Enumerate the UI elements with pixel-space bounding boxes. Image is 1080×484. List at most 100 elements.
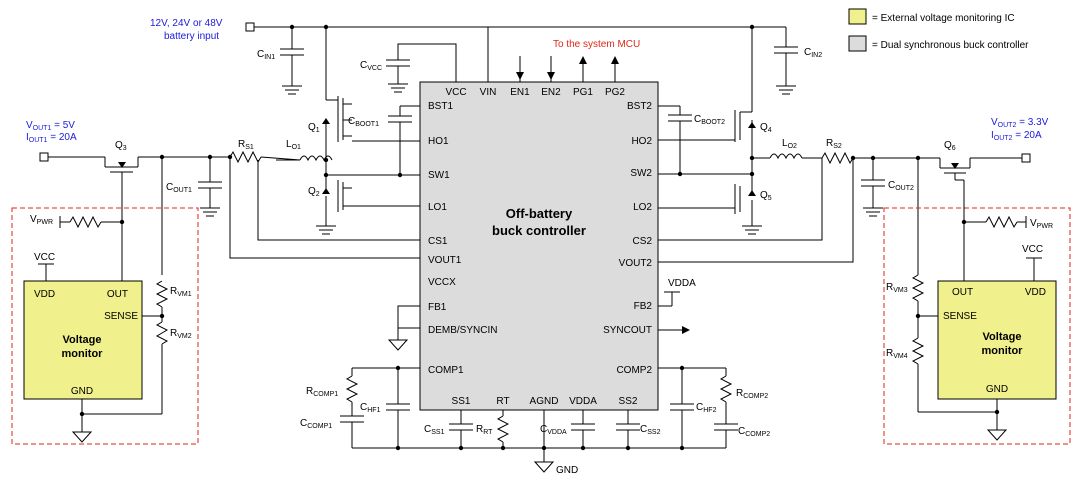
mon1-sense: SENSE xyxy=(104,311,138,322)
mon1-vdd: VDD xyxy=(34,289,55,300)
mon2-sense: SENSE xyxy=(943,311,977,322)
legend-ext-label: = External voltage monitoring IC xyxy=(872,13,1015,24)
vout1-label: VOUT1 = 5V xyxy=(26,120,75,132)
mon2-title1: Voltage xyxy=(983,331,1022,343)
pin-right: BST2 xyxy=(627,101,652,112)
vdda-right-label: VDDA xyxy=(668,278,696,289)
vout1-terminal xyxy=(39,152,49,162)
pin-right: VOUT2 xyxy=(619,258,653,269)
pin-right: HO2 xyxy=(631,136,652,147)
legend-buck-swatch xyxy=(848,35,867,52)
cvcc-label: CVCC xyxy=(360,60,382,72)
pin-top: EN2 xyxy=(541,87,561,98)
rs1-label: RS1 xyxy=(238,139,254,151)
input-label-line2: battery input xyxy=(164,31,219,42)
pin-top: EN1 xyxy=(510,87,530,98)
iout2-label: IOUT2 = 20A xyxy=(991,130,1042,142)
vout2-terminal xyxy=(1021,153,1031,163)
css1-label: CSS1 xyxy=(424,424,445,436)
mon1-title2: monitor xyxy=(62,348,104,360)
left-power-stage: Q1 CBOOT1 Q2 LO1 xyxy=(276,24,420,235)
pin-top: PG2 xyxy=(605,87,625,98)
pin-right: CS2 xyxy=(633,236,653,247)
rrt-label: RRT xyxy=(476,424,493,436)
pin-right: SW2 xyxy=(630,168,652,179)
mon2-title2: monitor xyxy=(982,345,1024,357)
q1-label: Q1 xyxy=(308,122,320,134)
chf1-label: CHF1 xyxy=(360,402,381,414)
cin2-label: CIN2 xyxy=(804,47,822,59)
ic-title-line2: buck controller xyxy=(492,223,586,238)
iout1-label: IOUT1 = 20A xyxy=(26,132,77,144)
mon2-gnd: GND xyxy=(986,384,1008,395)
cboot2-label: CBOOT2 xyxy=(694,114,725,126)
input-label-line1: 12V, 24V or 48V xyxy=(150,18,223,29)
mon1-out: OUT xyxy=(107,289,128,300)
lo1-label: LO1 xyxy=(286,139,301,151)
cout1-label: COUT1 xyxy=(166,182,192,194)
left-misc-pins xyxy=(387,305,420,351)
input-capacitors: CIN1 CIN2 CVCC xyxy=(257,24,822,95)
left-monitor: VPWR VCC VDD OUT SENSE GND Voltage monit… xyxy=(11,178,199,445)
right-misc-pins: VDDA xyxy=(658,278,696,334)
pin-left: HO1 xyxy=(428,136,449,147)
pin-left: SW1 xyxy=(428,170,450,181)
mon2-out: OUT xyxy=(952,287,973,298)
compensation-network: RCOMP1 CCOMP1 CHF1 CHF2 RCOMP2 CCOMP2 CS… xyxy=(300,365,770,476)
rvm2-label: RVM2 xyxy=(170,328,192,340)
rcomp1-label: RCOMP1 xyxy=(306,386,338,398)
pin-right: FB2 xyxy=(634,301,653,312)
pin-left: VOUT1 xyxy=(428,255,462,266)
mon1-gnd: GND xyxy=(71,386,93,397)
rs2-label: RS2 xyxy=(826,138,842,150)
pin-left: LO1 xyxy=(428,202,447,213)
pin-left: BST1 xyxy=(428,101,453,112)
pin-left: FB1 xyxy=(428,302,447,313)
chf2-label: CHF2 xyxy=(696,402,717,414)
mon1-title1: Voltage xyxy=(63,334,102,346)
pin-top: VCC xyxy=(445,87,466,98)
top-pin-wiring xyxy=(386,27,619,93)
lo2-label: LO2 xyxy=(782,138,797,150)
left-output: VOUT1 = 5V IOUT1 = 20A Q3 COUT1 RS1 xyxy=(26,120,420,275)
q3-label: Q3 xyxy=(115,140,127,152)
rvm1-label: RVM1 xyxy=(170,286,192,298)
legend: = External voltage monitoring IC = Dual … xyxy=(848,8,1029,52)
q5-label: Q5 xyxy=(760,190,772,202)
cout2-label: COUT2 xyxy=(888,180,914,192)
q4-label: Q4 xyxy=(760,122,772,134)
left-monitor-ic xyxy=(23,280,143,400)
legend-ext-swatch xyxy=(848,8,867,25)
pin-left: CS1 xyxy=(428,236,448,247)
left-monitor-dashed-box xyxy=(11,207,199,445)
cboot1-label: CBOOT1 xyxy=(348,116,379,128)
mon2-vdd: VDD xyxy=(1025,287,1046,298)
ccomp1-label: CCOMP1 xyxy=(300,418,332,430)
right-power-stage: Q4 CBOOT2 Q5 LO2 xyxy=(658,27,822,235)
pin-right: COMP2 xyxy=(616,365,652,376)
vcc-left-label: VCC xyxy=(34,252,55,263)
pin-right: SYNCOUT xyxy=(603,325,652,336)
pin-top: VIN xyxy=(480,87,497,98)
cvdda-label: CVDDA xyxy=(540,424,567,436)
vout2-label: VOUT2 = 3.3V xyxy=(991,117,1049,129)
q6-label: Q6 xyxy=(944,140,956,152)
ic-body xyxy=(419,81,659,411)
pin-left: COMP1 xyxy=(428,365,464,376)
pin-bottom: AGND xyxy=(530,396,559,407)
pin-top: PG1 xyxy=(573,87,593,98)
cin1-label: CIN1 xyxy=(257,49,275,61)
vpwr1-label: VPWR xyxy=(30,214,53,226)
rcomp2-label: RCOMP2 xyxy=(736,388,768,400)
gnd-label: GND xyxy=(556,465,578,476)
css2-label: CSS2 xyxy=(640,424,661,436)
ic-title-line1: Off-battery xyxy=(506,206,573,221)
right-output: RS2 COUT2 Q6 VOUT2 = 3.3V IOUT2 = 20A xyxy=(658,117,1049,275)
mcu-label: To the system MCU xyxy=(553,39,640,50)
battery-input: 12V, 24V or 48V battery input xyxy=(150,18,752,42)
pin-bottom: RT xyxy=(496,396,509,407)
buck-controller-ic: Off-battery buck controller VCC VIN EN1 … xyxy=(419,81,659,411)
vpwr2-label: VPWR xyxy=(1030,218,1053,230)
right-monitor-dashed-box xyxy=(883,207,1071,445)
legend-buck-label: = Dual synchronous buck controller xyxy=(872,40,1029,51)
